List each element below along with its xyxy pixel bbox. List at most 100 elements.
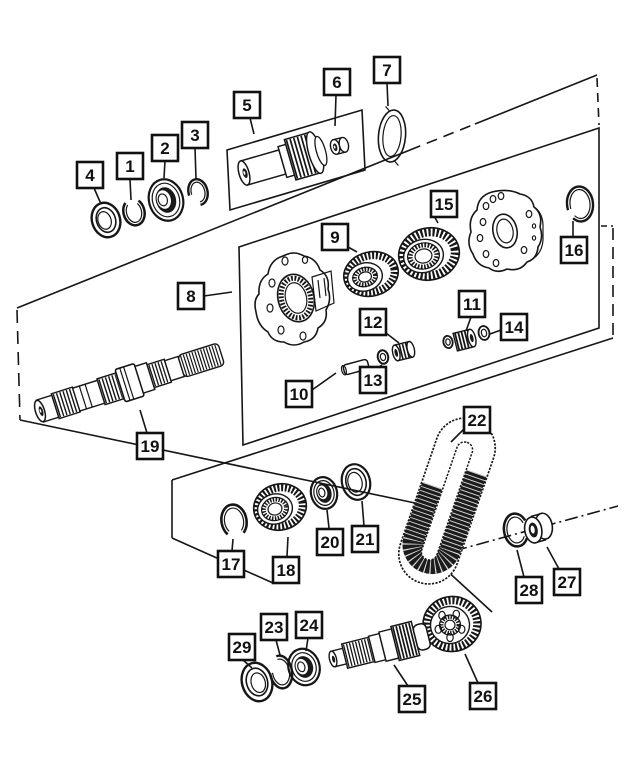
callout-leader-line <box>516 549 525 578</box>
callout-number: 5 <box>242 96 251 115</box>
callout-number: 8 <box>186 287 195 306</box>
gasket-7 <box>377 105 407 167</box>
callout-leader-line <box>386 82 389 107</box>
callout-24: 24 <box>294 610 324 652</box>
callout-box <box>322 67 352 97</box>
callout-leader-line <box>242 659 253 669</box>
callout-leader-line <box>334 94 337 127</box>
callout-leader-line <box>194 147 197 180</box>
callout-23: 23 <box>259 612 289 656</box>
callout-number: 22 <box>468 411 487 430</box>
callout-number: 3 <box>190 126 199 145</box>
box-5 <box>226 108 366 212</box>
output-shaft-19 <box>33 343 225 423</box>
callout-20: 20 <box>315 509 345 557</box>
callout-leader-line <box>163 160 166 179</box>
callout-9: 9 <box>320 222 358 253</box>
panel-outlines <box>16 74 619 613</box>
callout-19: 19 <box>135 409 165 461</box>
synchro-assembly-18 <box>252 482 308 532</box>
callout-leader-line <box>347 246 358 253</box>
callout-number: 20 <box>321 533 340 552</box>
callout-16: 16 <box>559 221 589 265</box>
callout-box <box>315 527 345 557</box>
callout-11: 11 <box>457 289 487 332</box>
callout-number: 26 <box>474 687 493 706</box>
callout-22: 22 <box>450 405 492 443</box>
callout-box <box>429 189 459 219</box>
callout-box <box>150 133 180 163</box>
callout-29: 29 <box>227 632 257 669</box>
callout-26: 26 <box>464 653 498 711</box>
snap-ring-3 <box>187 177 209 207</box>
callout-box <box>259 612 289 642</box>
rear-case-flange <box>468 189 544 273</box>
callout-number: 29 <box>233 638 252 657</box>
callout-12: 12 <box>358 307 400 344</box>
callout-27: 27 <box>546 546 582 597</box>
callout-box <box>559 235 589 265</box>
input-gear-5 <box>237 131 328 186</box>
callout-box <box>468 681 498 711</box>
lower-panel-top-edge <box>171 337 614 481</box>
callout-box <box>176 281 206 311</box>
callout-6: 6 <box>322 67 352 127</box>
callout-box <box>180 120 210 150</box>
callout-17: 17 <box>216 538 246 579</box>
washer-14 <box>477 325 491 341</box>
callout-15: 15 <box>429 189 459 224</box>
callout-box <box>350 524 380 554</box>
synchro-gear-9 <box>342 250 400 298</box>
snap-ring-1 <box>122 197 146 227</box>
bearing-27 <box>523 512 554 544</box>
callout-number: 18 <box>277 561 296 580</box>
callout-number: 4 <box>85 166 95 185</box>
callout-number: 9 <box>330 228 339 247</box>
callout-box <box>115 151 145 181</box>
callout-number: 27 <box>558 573 577 592</box>
callout-number: 15 <box>435 195 454 214</box>
callout-box <box>457 289 487 319</box>
callout-number: 2 <box>160 139 169 158</box>
callout-7: 7 <box>372 55 402 107</box>
callout-box <box>462 405 492 435</box>
callout-leader-line <box>231 538 234 552</box>
callout-number: 12 <box>364 313 383 332</box>
callout-box <box>135 431 165 461</box>
callout-leader-line <box>249 117 255 135</box>
callout-4: 4 <box>75 160 105 205</box>
drive-chain-22 <box>397 417 497 585</box>
callout-leader-line <box>489 329 502 335</box>
callout-number: 28 <box>520 581 539 600</box>
callout-box <box>552 567 582 597</box>
upper-panel-left-edge <box>16 309 21 421</box>
callout-28: 28 <box>514 549 544 605</box>
front-output-shaft-25 <box>328 620 431 670</box>
callout-number: 21 <box>356 530 375 549</box>
snap-ring-28 <box>502 512 530 548</box>
callout-8: 8 <box>176 281 233 311</box>
callout-box <box>284 379 314 409</box>
callout-number: 23 <box>265 618 284 637</box>
callout-box <box>75 160 105 190</box>
snap-ring-13 <box>376 349 390 365</box>
callout-box <box>499 312 529 342</box>
thrust-washer-11a <box>442 334 454 350</box>
callout-number: 11 <box>463 295 481 314</box>
front-case-flange <box>254 252 335 346</box>
needle-bearing-12 <box>391 340 416 362</box>
callout-number: 13 <box>364 371 383 390</box>
callout-box <box>232 90 262 120</box>
callout-number: 6 <box>332 73 341 92</box>
callout-box <box>216 549 246 579</box>
inner-box-8 <box>238 126 600 447</box>
callout-box <box>271 555 301 585</box>
callout-leader-line <box>275 639 281 656</box>
callout-3: 3 <box>180 120 210 180</box>
splined-gear-11 <box>452 328 477 352</box>
oil-seal-4 <box>90 201 122 239</box>
callout-2: 2 <box>150 133 180 179</box>
